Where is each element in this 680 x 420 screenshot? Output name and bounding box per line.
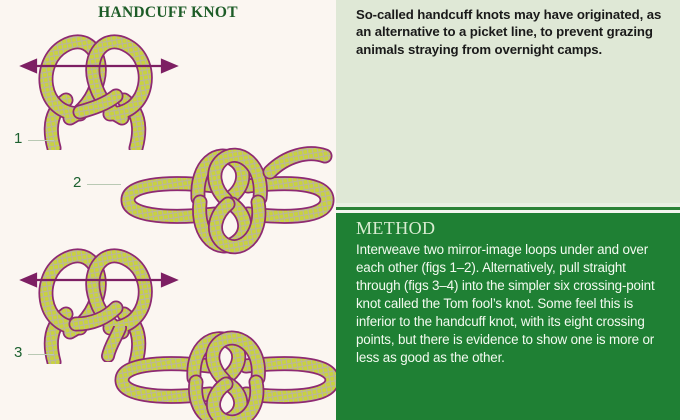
fig-1-handcuff-loops-loose (19, 34, 179, 150)
method-heading: METHOD (356, 218, 436, 238)
pull-arrow-fig1 (19, 58, 179, 74)
panel-divider-gap (336, 210, 680, 213)
fig-label-3: 3 (14, 344, 23, 361)
fig-4-tom-fool-knot-drawn-up (114, 330, 340, 420)
figure-panel: HANDCUFF KNOT (0, 0, 356, 420)
fig-label-2: 2 (73, 174, 82, 191)
pull-arrow-fig3 (19, 272, 179, 288)
fig-leader-2 (87, 184, 121, 185)
fig-3-tom-fool-loops-loose (19, 248, 179, 364)
fig-label-1: 1 (14, 130, 23, 147)
method-text: Interweave two mirror-image loops under … (356, 242, 655, 366)
fig-leader-3 (28, 354, 54, 355)
fig-leader-1 (28, 140, 54, 141)
rope-tail-end (101, 326, 127, 362)
intro-panel: So-called handcuff knots may have origin… (336, 0, 680, 203)
intro-text: So-called handcuff knots may have origin… (356, 7, 662, 57)
panel-divider-spacer (336, 203, 680, 207)
method-panel: METHOD Interweave two mirror-image loops… (336, 213, 680, 420)
fig-2-handcuff-knot-drawn-up (120, 146, 335, 255)
panel-divider-rule (336, 207, 680, 210)
page-title: HANDCUFF KNOT (98, 4, 238, 21)
